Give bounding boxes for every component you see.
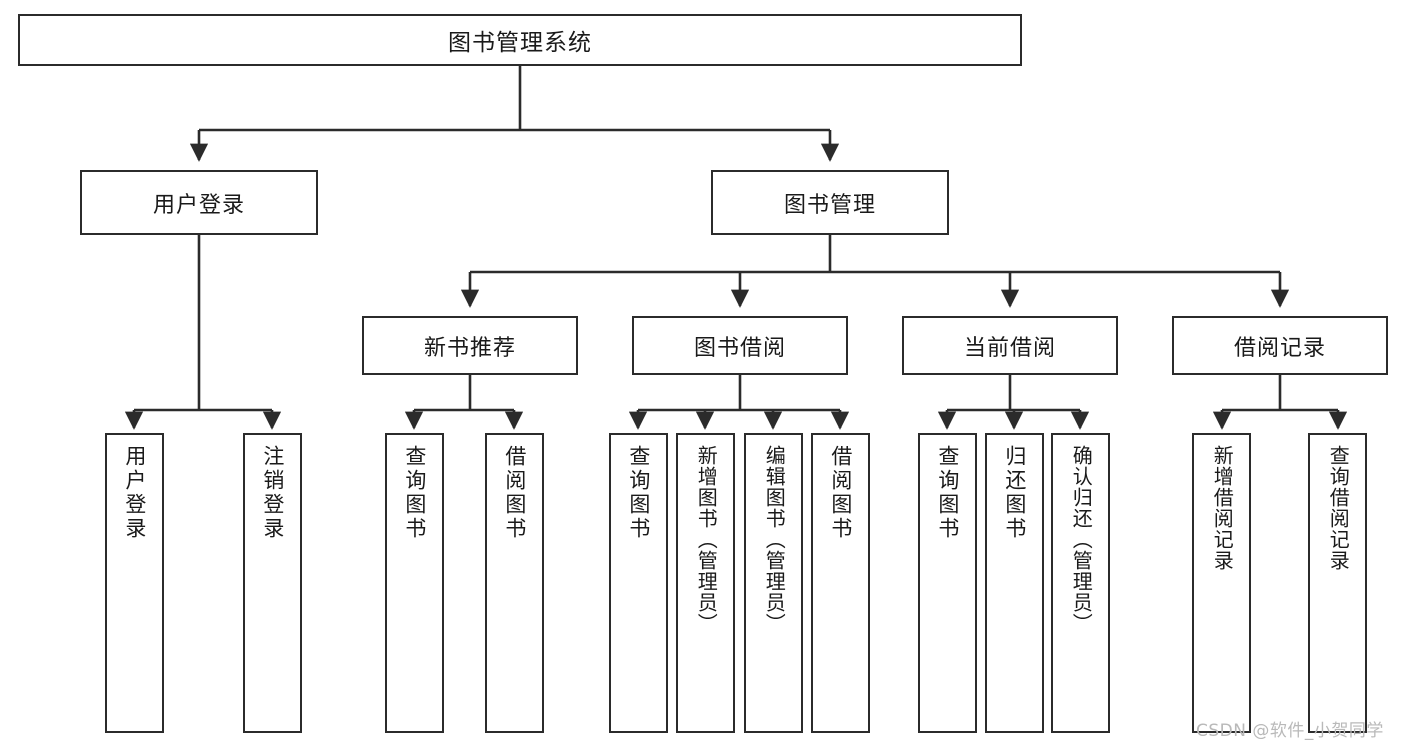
node-book-manage-label: 图书管理 [783, 192, 876, 218]
node-book-manage[interactable]: 图书管理 [711, 170, 949, 235]
leaf-return-book-label: 归还图书 [1002, 445, 1027, 541]
leaf-add-record-label: 新增借阅记录 [1210, 445, 1235, 571]
leaf-query-book-3[interactable]: 查询图书 [918, 433, 977, 733]
node-user-login-label: 用户登录 [152, 192, 245, 218]
node-root-label: 图书管理系统 [448, 30, 592, 56]
csdn-watermark: CSDN @软件_小贺同学 [1196, 721, 1384, 741]
node-new-book-recommend-label: 新书推荐 [423, 335, 516, 361]
leaf-query-book-1-label: 查询图书 [402, 445, 427, 541]
leaf-confirm-return-label: 确认归还（管理员） [1069, 445, 1094, 634]
node-borrow-record[interactable]: 借阅记录 [1172, 316, 1388, 375]
node-book-borrow[interactable]: 图书借阅 [632, 316, 848, 375]
leaf-add-book-label: 新增图书（管理员） [694, 445, 719, 634]
node-user-login[interactable]: 用户登录 [80, 170, 318, 235]
leaf-borrow-book-1-label: 借阅图书 [502, 445, 527, 541]
node-borrow-record-label: 借阅记录 [1233, 335, 1326, 361]
leaf-user-login[interactable]: 用户登录 [105, 433, 164, 733]
leaf-query-book-2[interactable]: 查询图书 [609, 433, 668, 733]
leaf-user-login-label: 用户登录 [122, 445, 147, 541]
leaf-query-book-3-label: 查询图书 [935, 445, 960, 541]
leaf-add-record[interactable]: 新增借阅记录 [1192, 433, 1251, 733]
node-new-book-recommend[interactable]: 新书推荐 [362, 316, 578, 375]
leaf-add-book[interactable]: 新增图书（管理员） [676, 433, 735, 733]
node-book-borrow-label: 图书借阅 [693, 335, 786, 361]
leaf-return-book[interactable]: 归还图书 [985, 433, 1044, 733]
leaf-confirm-return[interactable]: 确认归还（管理员） [1051, 433, 1110, 733]
leaf-borrow-book-2[interactable]: 借阅图书 [811, 433, 870, 733]
leaf-query-book-2-label: 查询图书 [626, 445, 651, 541]
leaf-logout-login[interactable]: 注销登录 [243, 433, 302, 733]
node-current-borrow-label: 当前借阅 [963, 335, 1056, 361]
leaf-logout-login-label: 注销登录 [260, 445, 285, 541]
leaf-borrow-book-1[interactable]: 借阅图书 [485, 433, 544, 733]
leaf-edit-book[interactable]: 编辑图书（管理员） [744, 433, 803, 733]
leaf-borrow-book-2-label: 借阅图书 [828, 445, 853, 541]
leaf-edit-book-label: 编辑图书（管理员） [762, 445, 787, 634]
leaf-query-book-1[interactable]: 查询图书 [385, 433, 444, 733]
leaf-query-record[interactable]: 查询借阅记录 [1308, 433, 1367, 733]
node-root-system[interactable]: 图书管理系统 [18, 14, 1022, 66]
leaf-query-record-label: 查询借阅记录 [1326, 445, 1351, 571]
node-current-borrow[interactable]: 当前借阅 [902, 316, 1118, 375]
